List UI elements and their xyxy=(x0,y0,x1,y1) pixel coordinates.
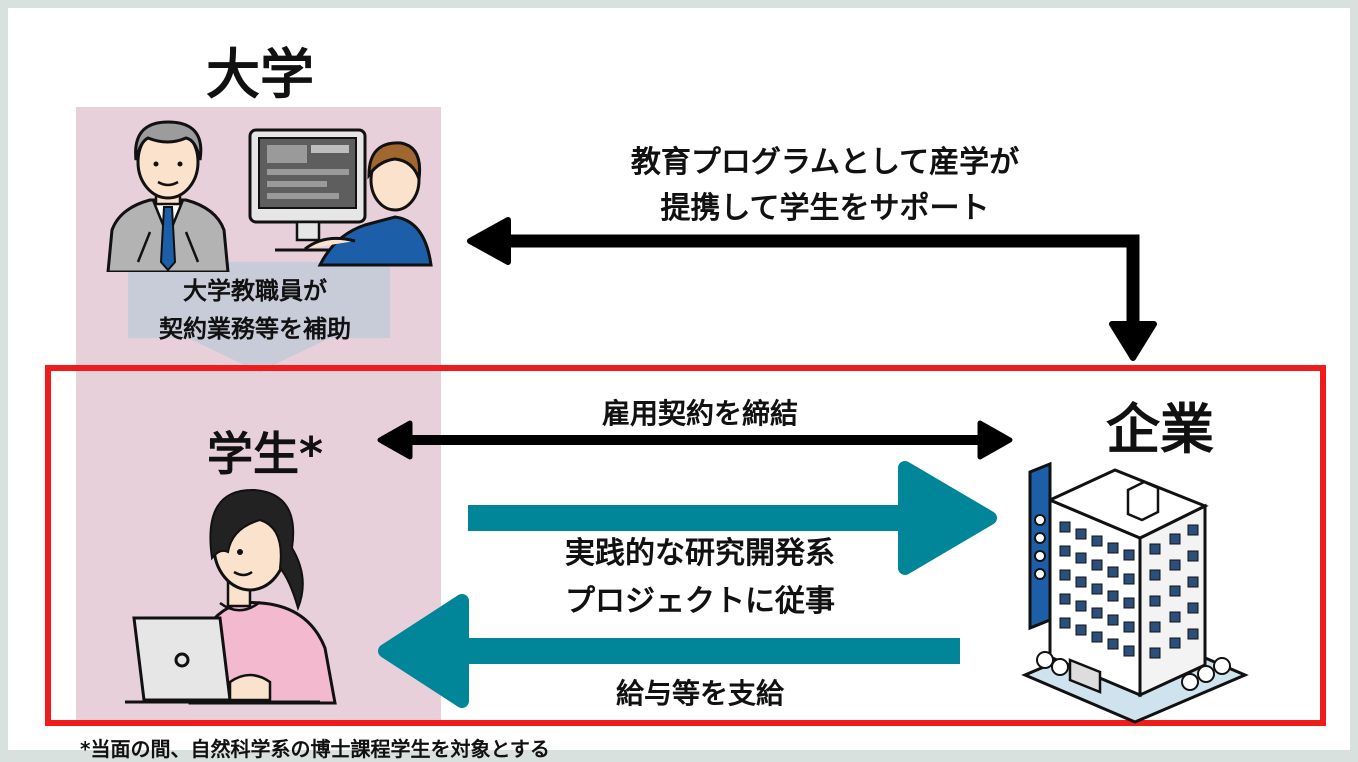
salary-arrow xyxy=(378,594,960,708)
footnote: *当面の間、自然科学系の博士課程学生を対象とする xyxy=(80,737,550,761)
support-caption: 教育プログラムとして産学が 提携して学生をサポート xyxy=(560,140,1090,232)
support-line-2: 提携して学生をサポート xyxy=(660,191,990,226)
university-title: 大学 xyxy=(206,43,314,106)
staff-line-2: 契約業務等を補助 xyxy=(159,315,351,343)
contract-arrow xyxy=(377,420,1013,460)
project-arrow xyxy=(468,461,997,575)
company-title: 企業 xyxy=(1106,398,1214,461)
project-line-2: プロジェクトに従事 xyxy=(565,584,835,619)
staff-caption: 大学教職員が 契約業務等を補助 xyxy=(120,272,390,348)
employment-frame xyxy=(45,365,1326,726)
staff-line-1: 大学教職員が xyxy=(183,277,327,305)
professor-illustration xyxy=(106,120,230,272)
contract-label: 雇用契約を締結 xyxy=(601,397,798,430)
student-title: 学生* xyxy=(206,427,324,481)
office-building-illustration xyxy=(1021,461,1249,724)
partnership-arrow xyxy=(467,217,1157,361)
support-line-1: 教育プログラムとして産学が xyxy=(630,145,1020,180)
salary-label: 給与等を支給 xyxy=(615,677,784,710)
project-line-1: 実践的な研究開発系 xyxy=(565,536,835,571)
staff-at-computer-illustration xyxy=(248,128,433,267)
project-caption: 実践的な研究開発系 プロジェクトに従事 xyxy=(500,530,900,626)
student-with-laptop-illustration xyxy=(125,488,337,705)
